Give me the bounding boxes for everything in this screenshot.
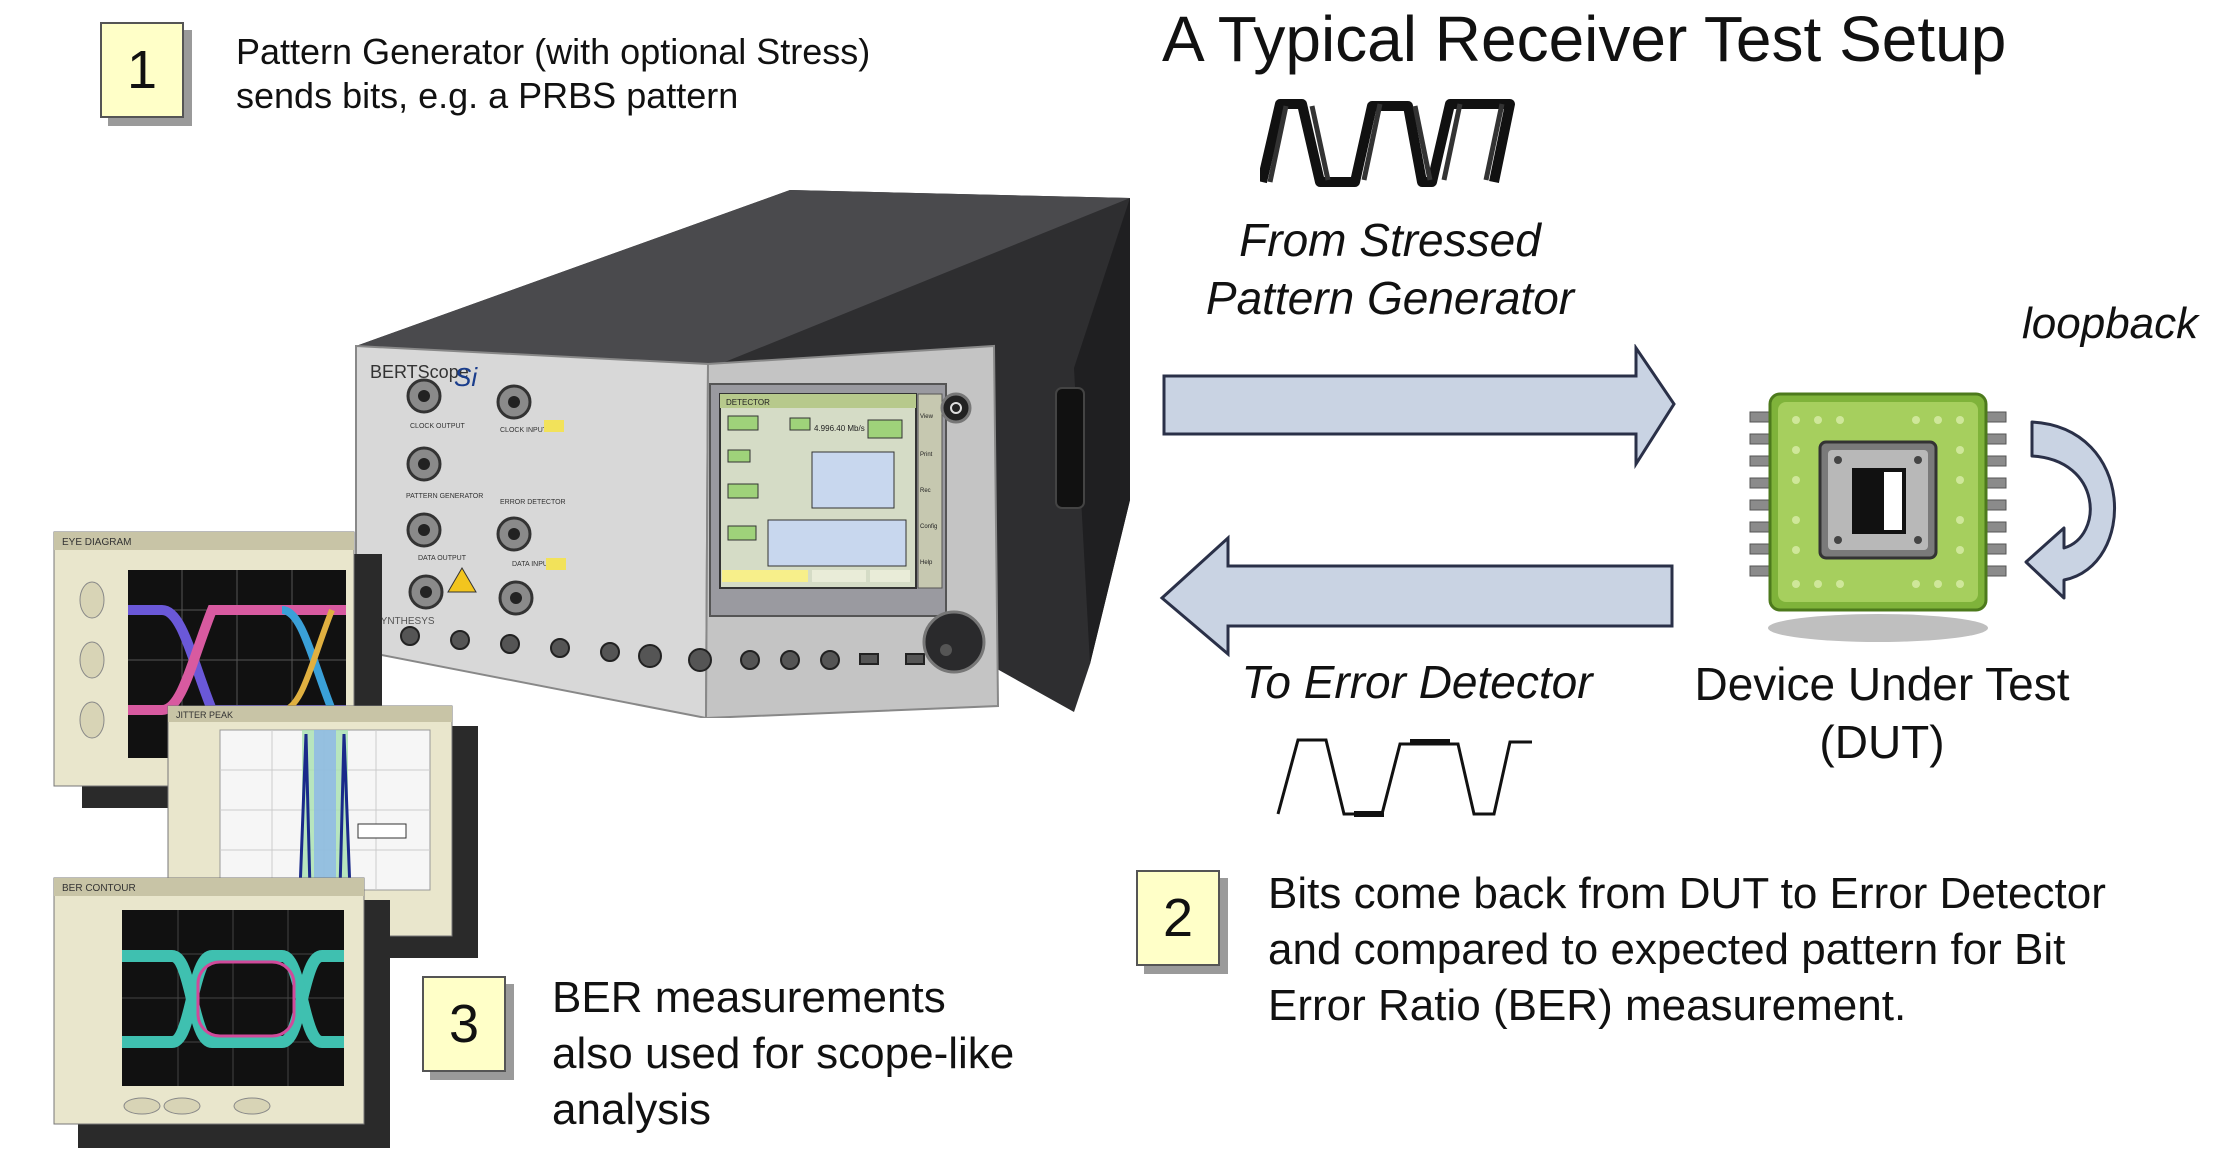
step-1-number: 1 (126, 40, 158, 100)
left-arrow-icon (1159, 534, 1674, 658)
screen-value: 4.996.40 Mb/s (814, 424, 865, 433)
data-input-label: DATA INPUT (512, 561, 553, 568)
bottom-connector-strip (400, 626, 925, 672)
from-caption-line: From Stressed (1239, 214, 1541, 266)
power-button-icon (940, 392, 972, 424)
from-generator-caption: From Stressed Pattern Generator (1200, 212, 1580, 327)
warning-icon (447, 567, 477, 593)
to-error-detector-caption: To Error Detector (1241, 656, 1593, 708)
step-2-line: Error Ratio (BER) measurement. (1268, 980, 1907, 1030)
screen-header: DETECTOR (726, 398, 770, 407)
arrow-to-detector-shape (1159, 534, 1674, 658)
side-button-label: Config (920, 524, 937, 530)
step-1-description: Pattern Generator (with optional Stress)… (236, 30, 870, 118)
ber-contour-screenshot: BER CONTOUR (53, 877, 390, 1148)
carry-handle (1055, 387, 1085, 509)
step-3-line: also used for scope-like (552, 1028, 1015, 1078)
step-2-line: Bits come back from DUT to Error Detecto… (1268, 869, 2106, 918)
step-2-number: 2 (1162, 888, 1194, 948)
step-3-description: BER measurements also used for scope-lik… (552, 970, 1014, 1138)
step-1-line: sends bits, e.g. a PRBS pattern (236, 74, 739, 116)
stressed-waveform-icon (1260, 99, 1515, 187)
eye-diagram-title: EYE DIAGRAM (62, 537, 131, 548)
arrow-to-dut-shape (1162, 344, 1676, 470)
maker-label: SYNTHESYS (374, 616, 435, 627)
dut-caption: Device Under Test (DUT) (1672, 656, 2092, 771)
side-button-label: Help (920, 560, 933, 566)
brand-label: BERTScope (370, 362, 469, 382)
dut-caption-line: (DUT) (1819, 715, 1945, 768)
connector-group (406, 378, 534, 616)
side-button-label: View (920, 414, 934, 420)
step-3-line: analysis (552, 1084, 711, 1134)
step-3-number-badge: 3 (422, 976, 506, 1072)
brand-suffix: Si (454, 362, 478, 392)
step-1-number-badge: 1 (100, 22, 184, 118)
clean-waveform-icon (1276, 738, 1532, 817)
page-title: A Typical Receiver Test Setup (1162, 3, 2007, 75)
from-caption-line: Pattern Generator (1205, 271, 1575, 324)
error-detector-label: ERROR DETECTOR (500, 499, 566, 506)
clock-input-label: CLOCK INPUT (500, 427, 548, 434)
dut-caption-line: Device Under Test (1694, 658, 2070, 710)
data-output-label: DATA OUTPUT (418, 555, 467, 562)
step-3-number: 3 (448, 994, 480, 1054)
bertscope-instrument: BERTScope Si SYNTHESYS CLOCK OUTPUT CLOC… (355, 190, 1130, 718)
loopback-arrow-icon (2024, 420, 2117, 600)
jitter-peak-title: JITTER PEAK (176, 710, 233, 720)
side-button-label: Print (920, 452, 933, 458)
side-button-label: Rec (920, 488, 931, 494)
step-2-line: and compared to expected pattern for Bit (1268, 924, 2066, 974)
step-2-description: Bits come back from DUT to Error Detecto… (1268, 866, 2106, 1034)
step-3-line: BER measurements (552, 973, 946, 1022)
ber-contour-title: BER CONTOUR (62, 883, 136, 894)
pattern-generator-label: PATTERN GENERATOR (406, 493, 483, 500)
step-1-line: Pattern Generator (with optional Stress) (236, 31, 871, 72)
loopback-caption: loopback (2022, 299, 2199, 348)
clock-output-label: CLOCK OUTPUT (410, 423, 466, 430)
right-arrow-icon (1162, 344, 1676, 470)
step-2-number-badge: 2 (1136, 870, 1220, 966)
dut-chip-icon (1749, 392, 2007, 642)
control-knob-icon (922, 610, 986, 674)
